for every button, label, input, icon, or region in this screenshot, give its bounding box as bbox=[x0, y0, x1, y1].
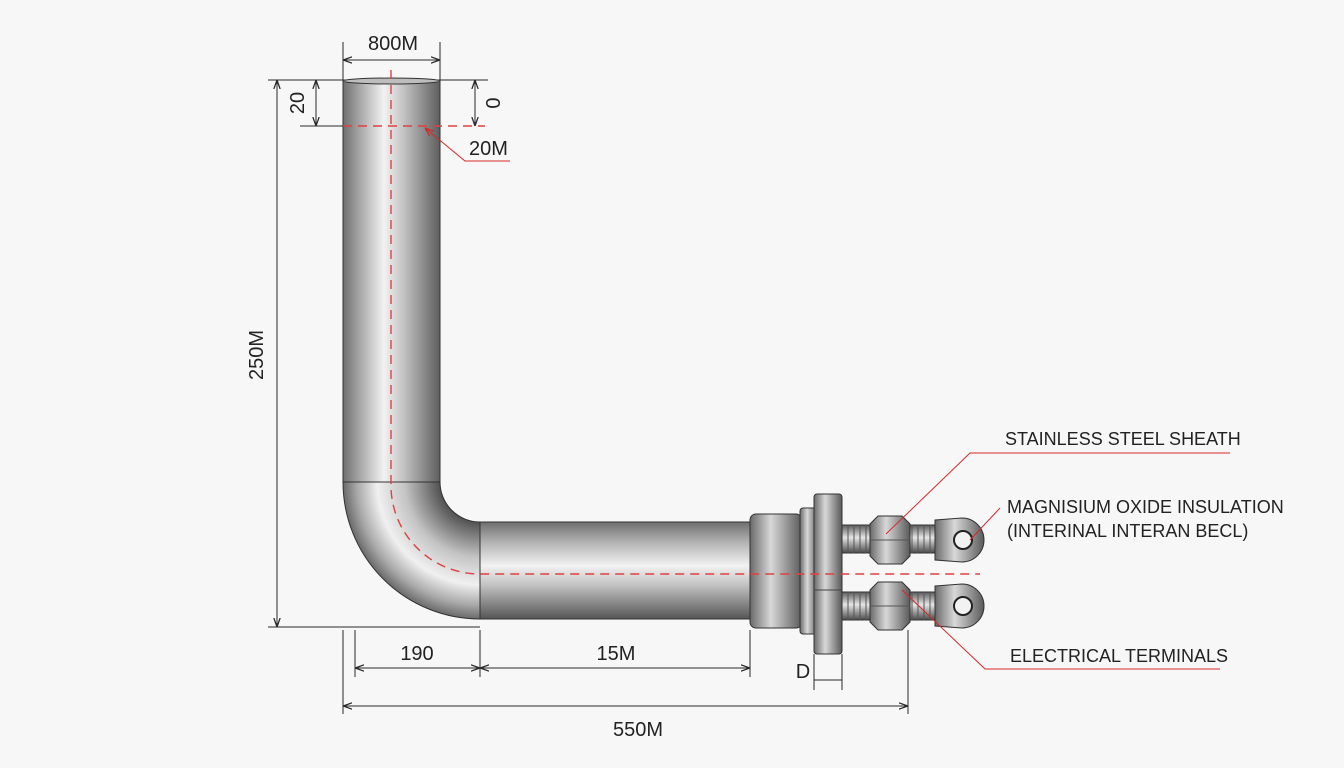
dimension-flange-thickness: D bbox=[796, 654, 843, 690]
dimension-offset-left: 20 bbox=[287, 79, 343, 127]
callout-label-terminals: ELECTRICAL TERMINALS bbox=[1010, 646, 1228, 666]
callout-label-insulation-line1: MAGNISIUM OXIDE INSULATION bbox=[1007, 497, 1284, 517]
callout-terminals: ELECTRICAL TERMINALS bbox=[901, 589, 1228, 670]
dimension-offset-right: 0 bbox=[440, 79, 505, 126]
terminal-upper bbox=[841, 515, 985, 565]
dim-label-total-height: 250M bbox=[246, 330, 268, 380]
tube-horizontal-leg bbox=[479, 521, 753, 620]
callout-center-offset: 20M bbox=[425, 128, 510, 162]
dim-label-total-length: 550M bbox=[613, 719, 663, 741]
dimension-straight-length: 15M bbox=[480, 630, 751, 677]
terminal-hole-lower bbox=[953, 596, 973, 616]
callout-sheath: STAINLESS STEEL SHEATH bbox=[885, 429, 1241, 535]
callout-insulation: MAGNISIUM OXIDE INSULATION (INTERINAL IN… bbox=[969, 497, 1284, 541]
flange-fitting bbox=[749, 493, 843, 655]
dim-label-offset-left: 20 bbox=[287, 92, 309, 114]
dim-label-tube-diameter: 800M bbox=[368, 33, 418, 55]
tube-bend bbox=[342, 481, 481, 620]
dimension-total-length: 550M bbox=[342, 630, 909, 741]
dim-label-flange-thickness: D bbox=[796, 661, 810, 683]
fitting-hub bbox=[749, 513, 803, 629]
centerline bbox=[390, 70, 980, 575]
callout-label-sheath: STAINLESS STEEL SHEATH bbox=[1005, 429, 1241, 449]
dim-label-offset-right: 0 bbox=[483, 97, 505, 108]
dimension-tube-diameter: 800M bbox=[342, 33, 441, 80]
callout-label-insulation-line2: (INTERINAL INTERAN BECL) bbox=[1007, 521, 1248, 541]
dim-label-center-offset: 20M bbox=[469, 138, 508, 160]
terminal-lower bbox=[841, 581, 985, 631]
dim-label-bend-length: 190 bbox=[400, 643, 433, 665]
terminal-hole-upper bbox=[953, 530, 973, 550]
dimension-total-height: 250M bbox=[246, 79, 480, 628]
heater-tube bbox=[342, 77, 753, 620]
dim-label-straight-length: 15M bbox=[597, 643, 636, 665]
dimension-bend-length: 190 bbox=[354, 630, 481, 677]
